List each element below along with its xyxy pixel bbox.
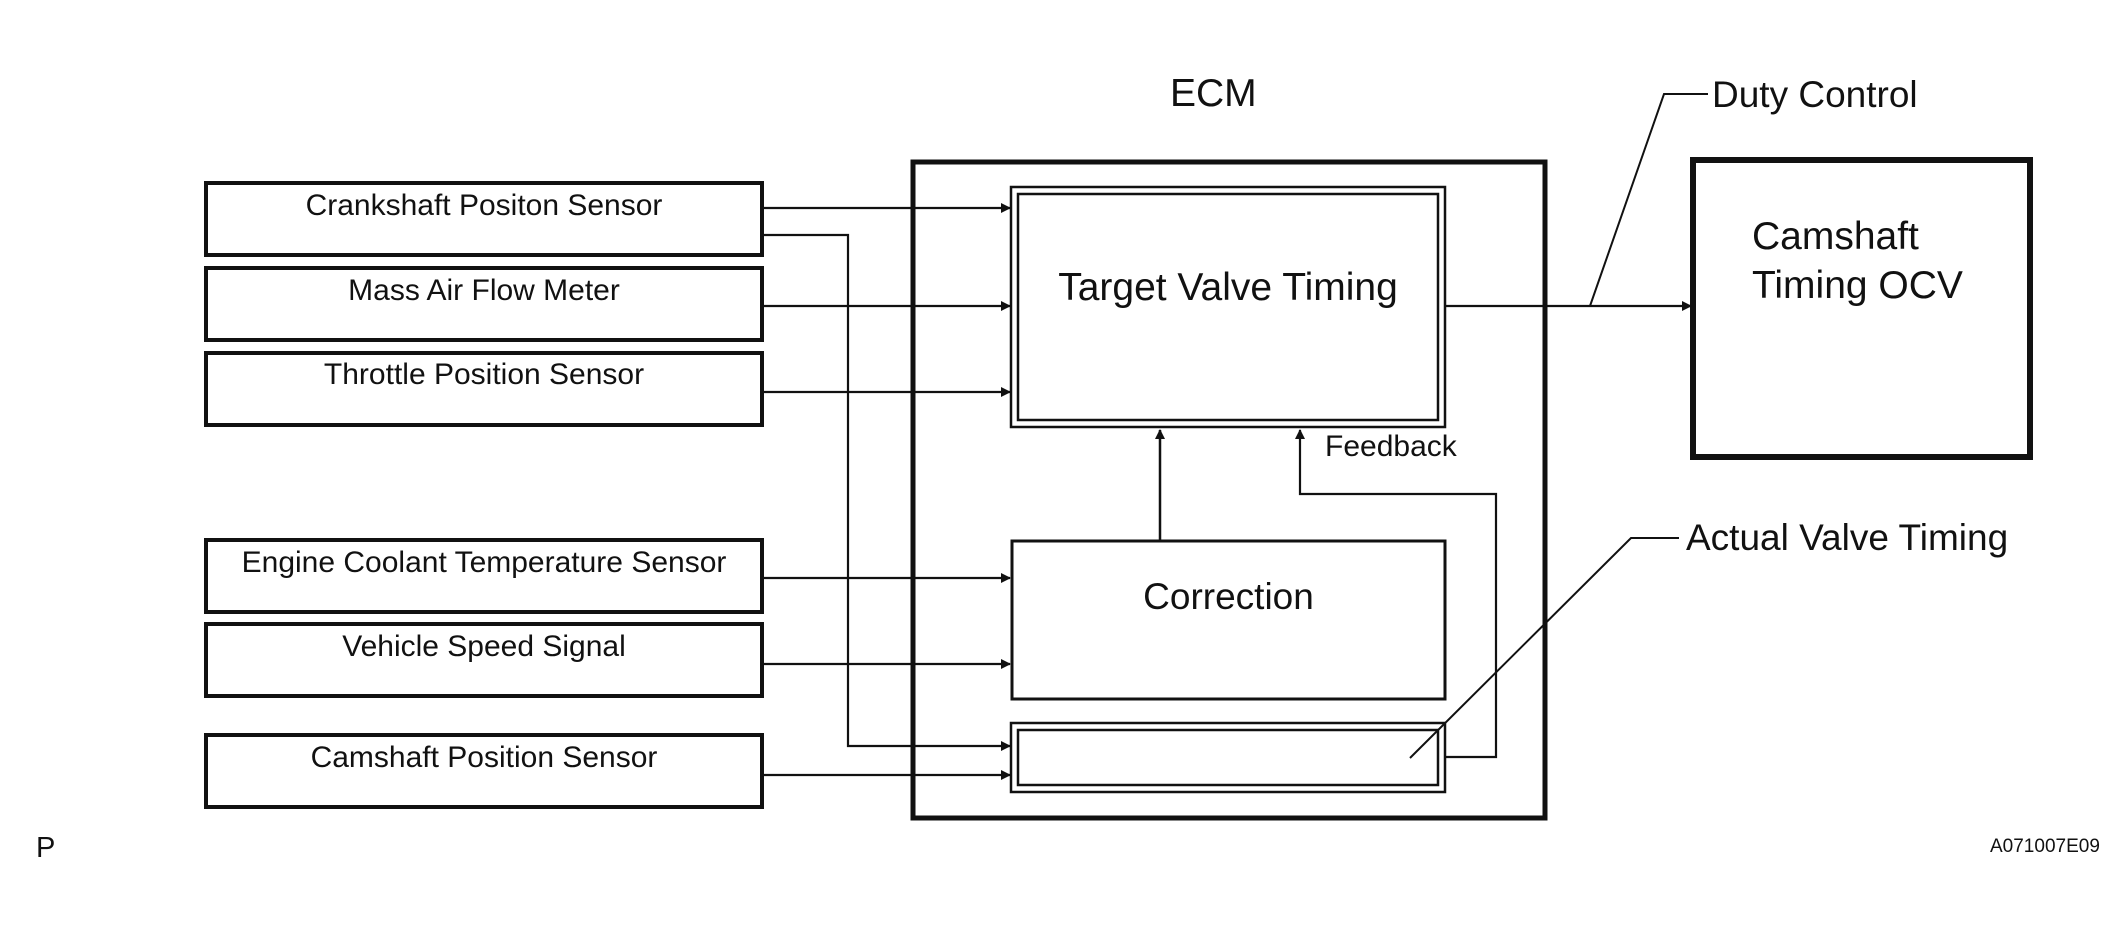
camshaft-timing-ocv-box [1690, 157, 2033, 460]
sensor-label-coolant: Engine Coolant Temperature Sensor [241, 546, 727, 579]
actual-valve-timing-label: Actual Valve Timing [1686, 517, 2009, 558]
sensor-box-mass-air-flow [204, 266, 764, 342]
target-valve-timing-label: Target Valve Timing [1058, 266, 1398, 309]
sensor-box-vehicle-speed [204, 622, 764, 698]
target-valve-timing-box-inner [1016, 192, 1440, 422]
arrow-feedback-loop [1295, 429, 1498, 759]
ecm-box [910, 159, 1548, 821]
actual-valve-timing-box-inner [1016, 728, 1440, 787]
correction-box [1010, 539, 1447, 701]
actual-valve-timing-box-outer [1009, 721, 1447, 794]
sensor-label-vehicle-speed: Vehicle Speed Signal [342, 630, 626, 663]
sensor-label-mass-air-flow: Mass Air Flow Meter [348, 274, 620, 307]
sensor-label-crankshaft: Crankshaft Positon Sensor [305, 189, 663, 222]
ocv-label-line-2: Timing OCV [1752, 264, 1963, 307]
sensor-box-coolant [204, 538, 764, 614]
sensor-box-throttle [204, 351, 764, 427]
target-valve-timing-box-outer [1009, 185, 1447, 429]
ocv-label-line-1: Camshaft [1752, 215, 1919, 258]
sensor-label-throttle: Throttle Position Sensor [323, 358, 645, 391]
ecm-title: ECM [1170, 72, 1257, 115]
sensor-box-crankshaft [204, 181, 764, 257]
corner-label-left: P [36, 832, 56, 864]
arrow-crankshaft-to-actual [764, 233, 1011, 751]
duty-control-leader [1589, 93, 1708, 307]
sensor-label-camshaft-position: Camshaft Position Sensor [310, 741, 658, 774]
diagram-code: A071007E09 [1990, 836, 2100, 857]
correction-label: Correction [1143, 576, 1314, 617]
sensor-box-camshaft-position [204, 733, 764, 809]
actual-valve-timing-leader [1409, 537, 1679, 759]
feedback-label: Feedback [1325, 430, 1457, 463]
duty-control-label: Duty Control [1712, 74, 1918, 115]
